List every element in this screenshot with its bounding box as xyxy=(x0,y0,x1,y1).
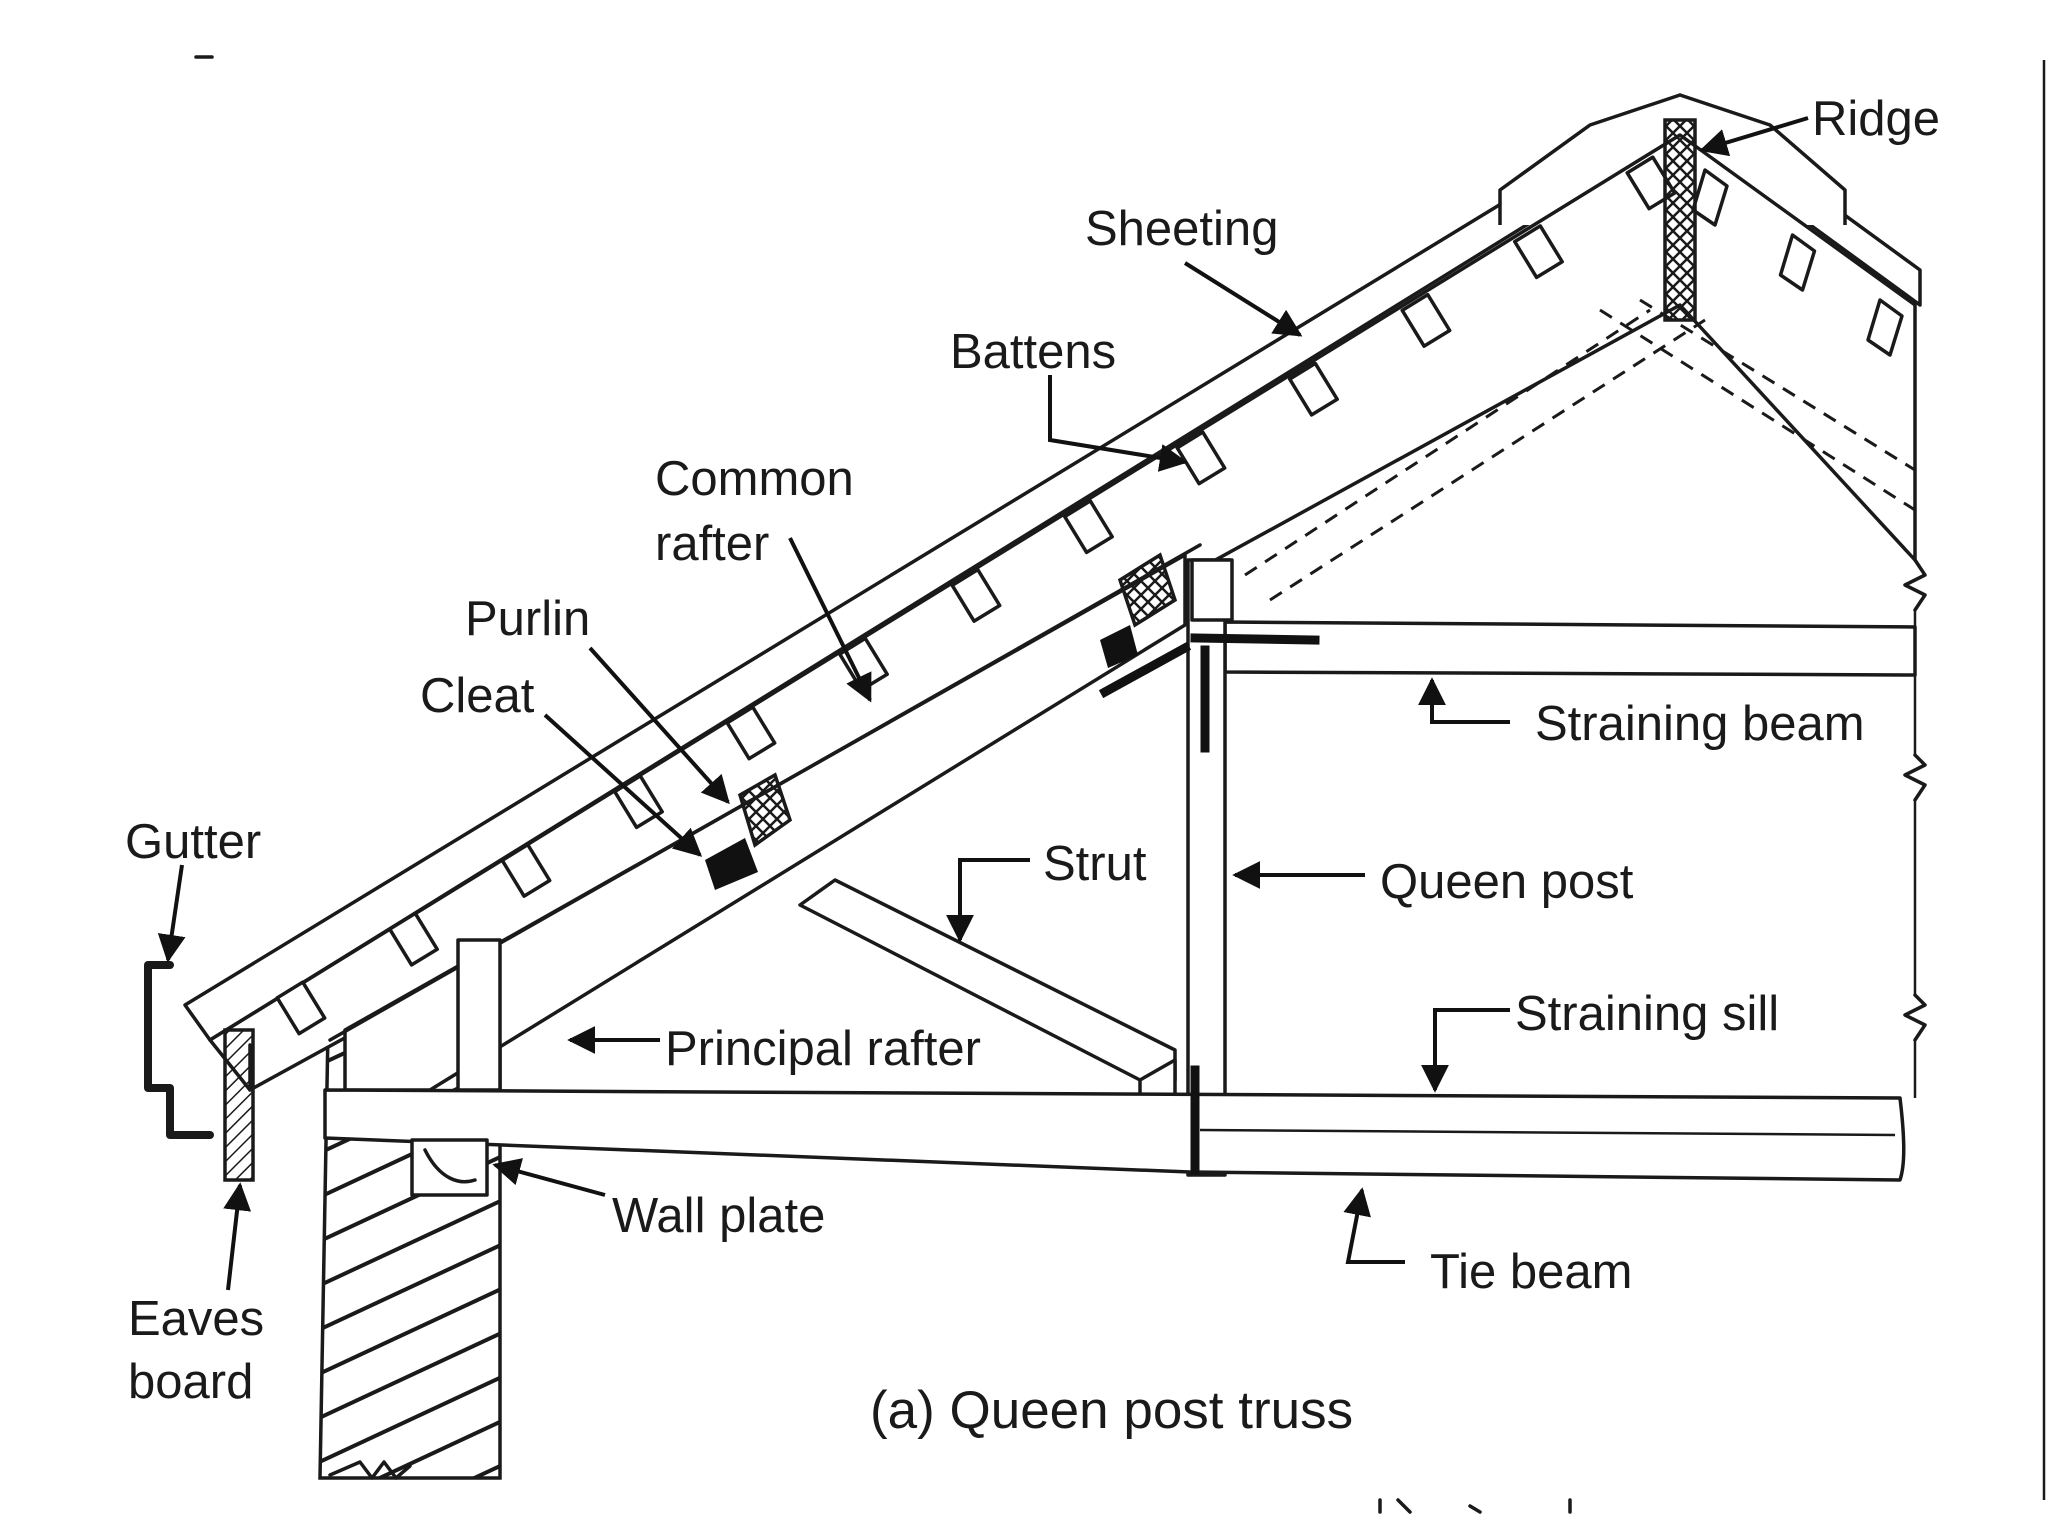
common-rafter-label-2: rafter xyxy=(655,517,769,571)
hidden-rafters xyxy=(1244,298,1916,602)
straining-sill-label: Straining sill xyxy=(1515,987,1779,1041)
straining-beam xyxy=(1223,620,1917,677)
purlin-upper xyxy=(1117,552,1178,628)
purlin-label: Purlin xyxy=(465,592,590,646)
eaves-board-leader xyxy=(223,1182,252,1291)
batten xyxy=(725,705,777,761)
cleat-upper xyxy=(1100,625,1138,668)
tie-beam-leader xyxy=(1343,1187,1405,1264)
wall-plate xyxy=(410,1138,489,1197)
batten xyxy=(1062,499,1114,555)
batten xyxy=(1866,298,1904,357)
batten xyxy=(275,980,327,1036)
straining-sill-leader xyxy=(1421,1008,1510,1093)
strut-label: Strut xyxy=(1043,837,1147,891)
eaves-board-label-1: Eaves xyxy=(128,1292,264,1346)
ridge-label: Ridge xyxy=(1812,92,1940,146)
wall-plate-label: Wall plate xyxy=(612,1189,825,1243)
batten xyxy=(1400,292,1452,348)
batten xyxy=(1512,224,1564,280)
straps xyxy=(1098,633,1320,1175)
batten xyxy=(950,567,1002,623)
wall-top xyxy=(456,938,502,1092)
batten xyxy=(1287,361,1339,417)
figure-caption: (a) Queen post truss xyxy=(870,1381,1353,1440)
queen-post-label: Queen post xyxy=(1380,855,1634,909)
batten xyxy=(1691,168,1729,227)
batten xyxy=(1778,233,1817,292)
common-rafter-leader xyxy=(788,537,872,703)
tie-beam-label: Tie beam xyxy=(1430,1245,1632,1299)
gutter xyxy=(144,961,214,1139)
sheeting-leader xyxy=(1183,261,1303,337)
cropped-text-fragment xyxy=(1378,1498,1572,1514)
cleat-leader xyxy=(543,713,703,857)
wall-plate-leader xyxy=(492,1158,606,1197)
straining-beam-label: Straining beam xyxy=(1535,697,1865,751)
batten xyxy=(387,911,439,967)
cleat xyxy=(705,838,758,890)
eaves-board-label-2: board xyxy=(128,1355,253,1409)
principal-rafter-label: Principal rafter xyxy=(665,1022,981,1076)
gutter-label: Gutter xyxy=(125,815,261,869)
eaves-board xyxy=(223,1028,255,1182)
gutter-leader xyxy=(157,864,186,963)
ridge-board xyxy=(1663,118,1697,322)
purlin xyxy=(737,772,793,848)
tie-beam xyxy=(323,1088,1906,1182)
ridge-leader xyxy=(1699,116,1809,157)
common-rafter-label-1: Common xyxy=(655,452,854,506)
battens-label: Battens xyxy=(950,325,1116,379)
batten xyxy=(500,842,552,898)
leader-arrows xyxy=(157,116,1809,1291)
strut-leader xyxy=(946,858,1030,943)
battens-leader xyxy=(1048,375,1188,472)
break-marks xyxy=(1903,558,1927,1098)
queen-post-head xyxy=(1190,558,1234,622)
purlin-leader xyxy=(588,646,730,805)
straining-beam-leader xyxy=(1418,677,1510,724)
sheeting-label: Sheeting xyxy=(1085,202,1278,256)
cleat-label: Cleat xyxy=(420,669,535,723)
batten xyxy=(1175,430,1227,486)
